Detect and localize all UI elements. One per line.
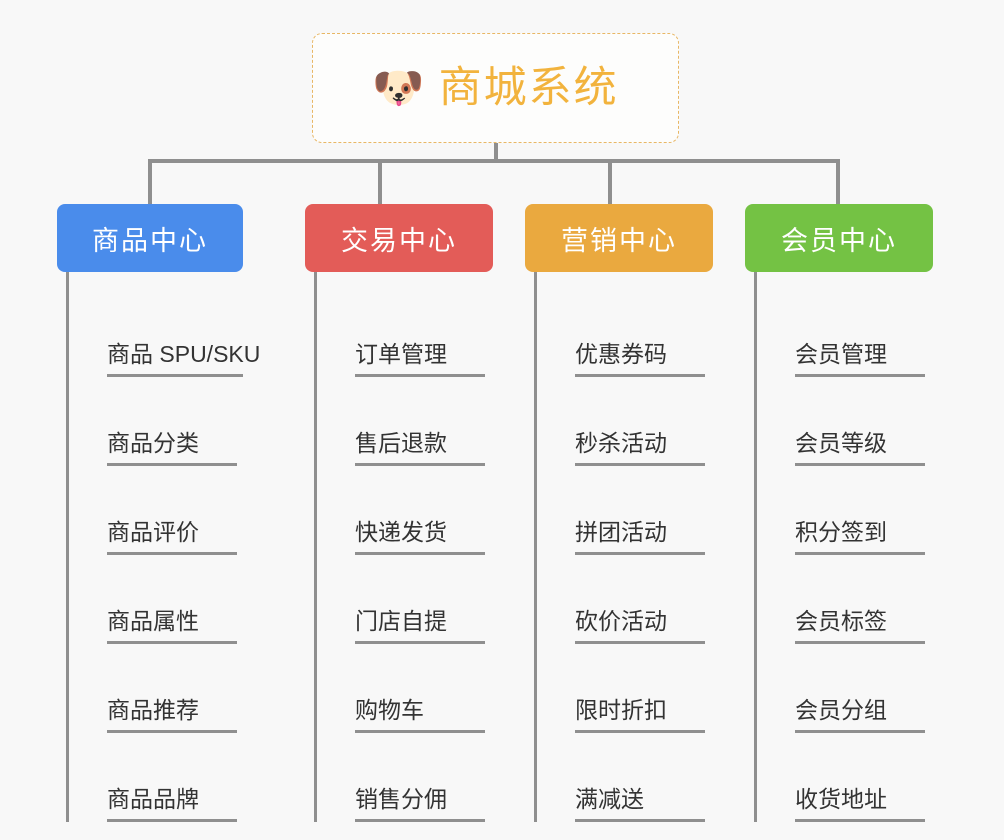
root-node-mall-system[interactable]: 🐶 商城系统 xyxy=(312,33,679,143)
connector-root-stem xyxy=(494,143,498,161)
category-header-trade-center[interactable]: 交易中心 xyxy=(305,204,493,272)
leaf-list-marketing-center: 优惠券码秒杀活动拼团活动砍价活动限时折扣满减送 xyxy=(534,272,713,822)
leaf-item-label: 拼团活动 xyxy=(575,519,705,555)
connector-drop-4 xyxy=(836,159,840,204)
category-header-label: 商品中心 xyxy=(92,225,208,256)
category-header-product-center[interactable]: 商品中心 xyxy=(57,204,243,272)
leaf-item-label: 积分签到 xyxy=(795,519,925,555)
leaf-list-member-center: 会员管理会员等级积分签到会员标签会员分组收货地址 xyxy=(754,272,933,822)
leaf-item-label: 订单管理 xyxy=(355,341,485,377)
category-column-product-center: 商品中心商品 SPU/SKU 商品分类商品评价商品属性商品推荐商品品牌 xyxy=(57,204,260,822)
leaf-item-label: 会员管理 xyxy=(795,341,925,377)
leaf-item-label: 会员标签 xyxy=(795,608,925,644)
connector-horizontal-bus xyxy=(148,159,840,163)
leaf-item-label: 商品分类 xyxy=(107,430,237,466)
leaf-item-label: 优惠券码 xyxy=(575,341,705,377)
leaf-item[interactable]: 收货地址 xyxy=(757,733,933,822)
leaf-item[interactable]: 商品品牌 xyxy=(69,733,243,822)
leaf-item-label: 购物车 xyxy=(355,697,485,733)
leaf-item[interactable]: 订单管理 xyxy=(317,288,493,377)
leaf-item-label: 快递发货 xyxy=(355,519,485,555)
leaf-item[interactable]: 商品属性 xyxy=(69,555,243,644)
root-node-title: 商城系统 xyxy=(438,63,619,112)
connector-drop-1 xyxy=(148,159,152,204)
leaf-item-label: 商品推荐 xyxy=(107,697,237,733)
leaf-item[interactable]: 商品评价 xyxy=(69,466,243,555)
leaf-item[interactable]: 砍价活动 xyxy=(537,555,713,644)
leaf-item[interactable]: 满减送 xyxy=(537,733,713,822)
category-column-marketing-center: 营销中心优惠券码秒杀活动拼团活动砍价活动限时折扣满减送 xyxy=(525,204,713,822)
category-header-label: 交易中心 xyxy=(341,225,457,256)
leaf-item[interactable]: 秒杀活动 xyxy=(537,377,713,466)
leaf-item[interactable]: 门店自提 xyxy=(317,555,493,644)
leaf-item-label: 商品属性 xyxy=(107,608,237,644)
category-header-marketing-center[interactable]: 营销中心 xyxy=(525,204,713,272)
leaf-item[interactable]: 会员标签 xyxy=(757,555,933,644)
shiba-dog-face-icon: 🐶 xyxy=(372,64,425,111)
leaf-item-label: 销售分佣 xyxy=(355,786,485,822)
leaf-list-trade-center: 订单管理售后退款快递发货门店自提购物车销售分佣 xyxy=(314,272,493,822)
leaf-item[interactable]: 商品 SPU/SKU xyxy=(69,288,260,377)
category-header-label: 营销中心 xyxy=(561,225,677,256)
leaf-item[interactable]: 商品分类 xyxy=(69,377,243,466)
category-header-label: 会员中心 xyxy=(781,225,897,256)
leaf-item[interactable]: 售后退款 xyxy=(317,377,493,466)
leaf-item[interactable]: 会员管理 xyxy=(757,288,933,377)
leaf-item[interactable]: 快递发货 xyxy=(317,466,493,555)
leaf-item[interactable]: 购物车 xyxy=(317,644,493,733)
leaf-item-label: 收货地址 xyxy=(795,786,925,822)
leaf-item[interactable]: 优惠券码 xyxy=(537,288,713,377)
category-column-trade-center: 交易中心订单管理售后退款快递发货门店自提购物车销售分佣 xyxy=(305,204,493,822)
leaf-item[interactable]: 销售分佣 xyxy=(317,733,493,822)
leaf-item[interactable]: 限时折扣 xyxy=(537,644,713,733)
leaf-item[interactable]: 拼团活动 xyxy=(537,466,713,555)
leaf-item-label: 满减送 xyxy=(575,786,705,822)
leaf-item-label: 门店自提 xyxy=(355,608,485,644)
leaf-item-label: 售后退款 xyxy=(355,430,485,466)
leaf-item[interactable]: 会员分组 xyxy=(757,644,933,733)
leaf-item-label: 商品品牌 xyxy=(107,786,237,822)
leaf-item-label: 秒杀活动 xyxy=(575,430,705,466)
leaf-item-label: 限时折扣 xyxy=(575,697,705,733)
leaf-item-label: 商品评价 xyxy=(107,519,237,555)
leaf-item-label: 砍价活动 xyxy=(575,608,705,644)
leaf-item-label: 会员等级 xyxy=(795,430,925,466)
category-column-member-center: 会员中心会员管理会员等级积分签到会员标签会员分组收货地址 xyxy=(745,204,933,822)
leaf-item[interactable]: 会员等级 xyxy=(757,377,933,466)
connector-drop-3 xyxy=(608,159,612,204)
leaf-list-product-center: 商品 SPU/SKU 商品分类商品评价商品属性商品推荐商品品牌 xyxy=(66,272,260,822)
leaf-item-label: 会员分组 xyxy=(795,697,925,733)
leaf-item[interactable]: 积分签到 xyxy=(757,466,933,555)
connector-drop-2 xyxy=(378,159,382,204)
category-header-member-center[interactable]: 会员中心 xyxy=(745,204,933,272)
leaf-item[interactable]: 商品推荐 xyxy=(69,644,243,733)
leaf-item-label: 商品 SPU/SKU xyxy=(107,341,260,377)
